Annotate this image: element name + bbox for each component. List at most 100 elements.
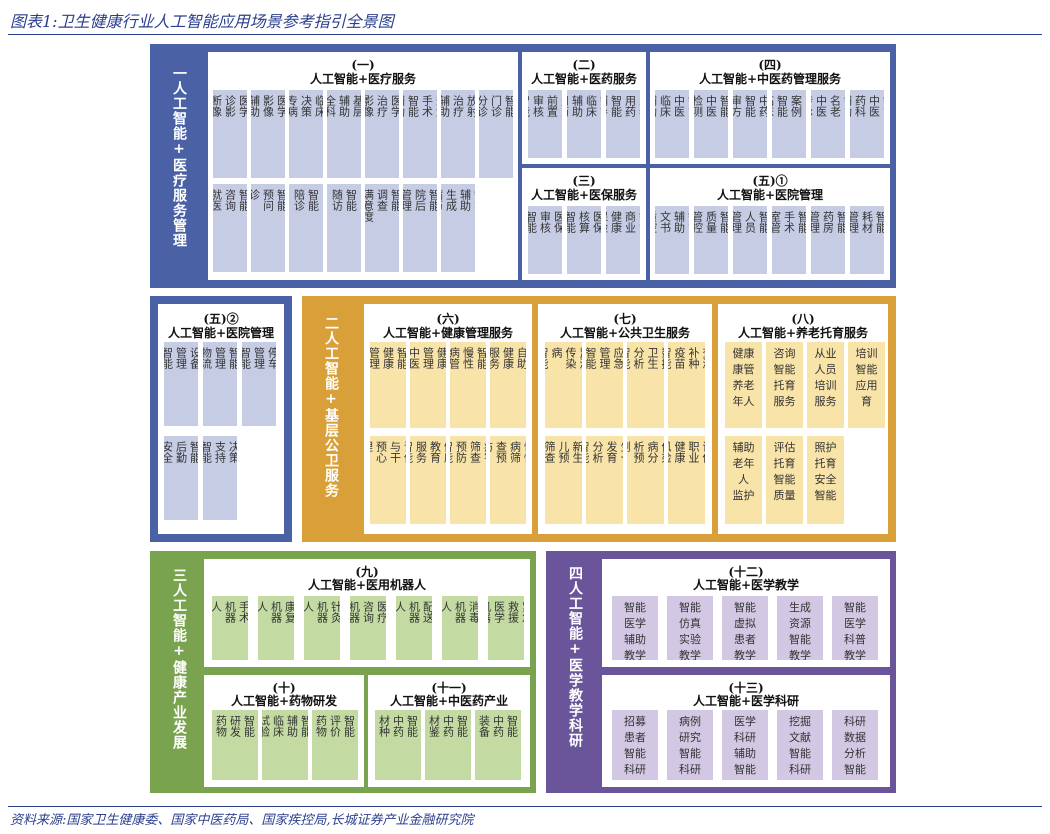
card-text-column: 人: [212, 601, 223, 612]
card-text-column: 用药: [623, 95, 637, 117]
card-text: 医保核算智能: [567, 211, 601, 270]
card-text: 智能辅助文书质控: [655, 211, 689, 270]
scenario-card: 智能耗材管理: [850, 206, 884, 274]
scenario-card: 评估与干预心理: [370, 436, 406, 524]
scenario-card: 智能人员管理: [733, 206, 767, 274]
card-text-column: 智能: [203, 441, 213, 463]
card-text: 智能门诊分诊: [479, 95, 513, 174]
group-1-title: 人工智能+医疗服务: [309, 72, 417, 86]
scenario-card: 评估职业健康风险: [668, 436, 705, 524]
card-text-line: 智能: [773, 473, 796, 486]
scenario-card: 智能门诊分诊: [479, 90, 513, 178]
card-text-column: 辅助: [570, 95, 584, 117]
group-13-num: (十三): [728, 681, 764, 695]
card-text-column: 中医: [867, 95, 881, 117]
card-text: 慢性病筛查预防: [490, 441, 526, 520]
card-text-line: 辅助: [624, 633, 646, 646]
card-text: 智能中药装备: [475, 715, 521, 776]
scenario-card: 智能中医检测: [694, 90, 728, 158]
scenario-card: 智能辅助文书质控: [655, 206, 689, 274]
card-text-line: 资源: [789, 617, 811, 630]
card-text-column: 传染: [660, 441, 664, 463]
card-text: 智能辅助生成病历: [441, 189, 475, 268]
card-text-line: 托育: [773, 379, 796, 392]
section-3-label: 三人工智能+健康产业发展: [171, 568, 187, 750]
card-text-column: 辅导: [606, 95, 609, 117]
card-text-column: 服务: [414, 441, 428, 463]
card-text-line: 医学: [734, 715, 756, 728]
group-3-title: 人工智能+医保服务: [530, 188, 638, 202]
scenario-card: 应急管理智能: [586, 342, 623, 428]
scenario-card: 智能仿真实验教学: [667, 596, 713, 660]
card-text-column: 辅助: [441, 95, 451, 117]
card-text-line: 辅助: [734, 747, 756, 760]
scenario-card: 设备管理智能: [164, 342, 198, 426]
card-text-column: 核算: [577, 211, 591, 233]
card-text-column: 质量: [704, 211, 718, 233]
scenario-card: 从业人员培训服务: [807, 342, 844, 428]
card-text-line: 医学: [624, 617, 646, 630]
scenario-card: 智能医学辅助教学: [612, 596, 658, 660]
card-text-column: 筛查: [468, 441, 482, 463]
card-text: 中医案例智能临床: [772, 95, 806, 154]
scenario-card: 智能中医药科辅助: [850, 90, 884, 158]
card-text: 健康教育服务智能: [410, 441, 446, 520]
card-text-column: 医保: [552, 211, 563, 233]
card-text: 智能健康管理: [370, 347, 406, 424]
card-text-line: 服务: [773, 395, 796, 408]
scenario-card: 智能辅助生成病历: [441, 184, 475, 272]
card-text-line: 智能: [855, 363, 878, 376]
group-9-num: (九): [355, 565, 379, 579]
scenario-card: 自助健康服务: [490, 342, 526, 428]
card-text-column: 调查: [375, 189, 389, 211]
card-text: 科研数据分析智能: [832, 715, 878, 777]
card-text: 从业人员培训服务: [807, 347, 844, 409]
card-text: 照护托育安全智能: [807, 441, 844, 503]
card-text: 智能基层辅助全科决策: [327, 95, 361, 174]
card-text-column: 健康: [501, 347, 515, 369]
card-text-line: 智能: [624, 601, 646, 614]
card-text: 应急管理智能: [586, 347, 623, 424]
card-text: 医疗咨询机器: [350, 601, 386, 656]
card-text: 智能医学影像辅助质控: [251, 95, 285, 174]
card-text-column: 紧急: [520, 601, 525, 623]
scenario-card: 智能预问诊: [251, 184, 285, 272]
card-text-column: 智能: [299, 715, 309, 737]
card-text-line: 养老: [732, 379, 755, 392]
scenario-card: 医疗咨询机器: [350, 596, 386, 660]
card-text-column: 安全: [164, 441, 174, 463]
scenario-card: 手术机器人: [212, 596, 248, 660]
card-text-column: 机器: [315, 601, 329, 623]
card-text-column: 智能: [242, 347, 252, 369]
scenario-card: 智能慢性病管: [450, 342, 486, 428]
scenario-card: 智能质量管控: [694, 206, 728, 274]
card-text-line: 智能: [844, 763, 866, 776]
card-text-column: 救援: [506, 601, 520, 623]
card-text-line: 研究: [679, 731, 701, 744]
card-text-line: 评估: [773, 441, 796, 454]
card-text-column: 慢性: [522, 441, 527, 463]
scenario-card: 智能药房管理: [811, 206, 845, 274]
card-text-column: 临床: [772, 95, 775, 117]
card-text-column: 就医: [213, 189, 223, 211]
scenario-card: 智能医学影像辅助质控: [251, 90, 285, 178]
card-text-line: 托育: [814, 457, 837, 470]
card-text: 智能医学辅助教学: [612, 601, 658, 660]
card-text-column: 诊影: [223, 95, 237, 117]
scenario-card: 数据卫生分析智能: [627, 342, 664, 428]
card-text-line: 虚拟: [734, 617, 756, 630]
card-text: 智能药房管理: [811, 211, 845, 270]
group-2-num: (二): [572, 58, 596, 72]
card-text-column: 治疗: [375, 95, 389, 117]
card-text-column: 临床: [584, 95, 598, 117]
card-text-line: 健康: [732, 347, 755, 360]
card-text-column: 配送: [421, 601, 433, 623]
scenario-card: 监测传染病智能: [545, 342, 582, 428]
card-text: 智能评价药物: [312, 715, 358, 776]
card-text-line: 文献: [789, 731, 811, 744]
card-text-column: 管理: [850, 211, 860, 233]
card-text-column: 智能: [757, 211, 768, 233]
card-text-column: 补种: [687, 347, 700, 369]
card-text: 招募患者智能科研: [612, 715, 658, 777]
figure-title: 图表1:卫生健康行业人工智能应用场景参考指引全景图: [10, 12, 394, 31]
